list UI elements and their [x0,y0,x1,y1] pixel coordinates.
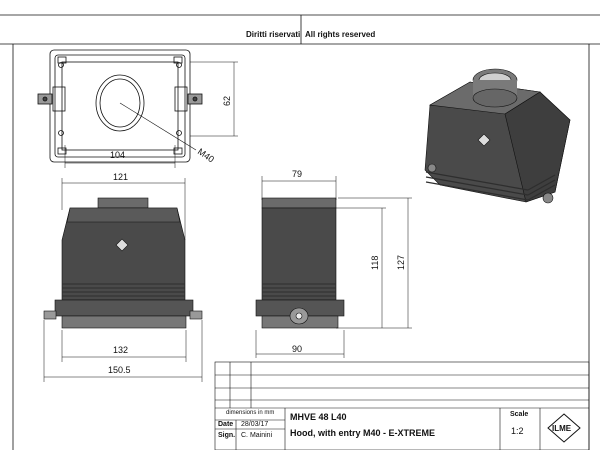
rights-reserved-en: All rights reserved [305,30,376,39]
date-label: Date [218,421,234,428]
dim-side-body-height: 118 [370,256,380,270]
sign-label: Sign. [218,432,236,439]
product-code: MHVE 48 L40 [290,412,347,422]
side-view [255,197,345,329]
dim-front-upper-width: 121 [113,172,128,182]
ilme-logo-text: ILME [552,424,572,433]
dim-side-upper-width: 79 [292,169,302,179]
front-view-dimensions [43,178,203,382]
side-view-dimensions [255,176,412,358]
isometric-view [424,68,571,204]
top-view-dimensions [64,61,238,168]
date-value: 28/03/17 [241,421,269,428]
front-view [43,197,203,329]
sign-value: C. Mainini [241,432,273,439]
rights-reserved-it: Diritti riservati [246,30,301,39]
scale-value: 1:2 [511,426,524,436]
product-description: Hood, with entry M40 - E-XTREME [290,428,436,438]
dim-top-width: 104 [110,150,125,160]
dim-side-total-height: 127 [396,255,406,270]
ilme-logo: ILME [547,413,581,443]
dimensions-note: dimensions in mm [226,410,275,416]
dim-front-base-width: 132 [113,345,128,355]
dim-top-height: 62 [222,96,232,106]
dim-entry-thread: M40 [196,146,216,164]
title-block-grid [214,361,590,450]
dim-front-total-width: 150.5 [108,365,131,375]
dim-side-base-width: 90 [292,344,302,354]
scale-label: Scale [510,411,529,418]
top-view [37,49,203,163]
